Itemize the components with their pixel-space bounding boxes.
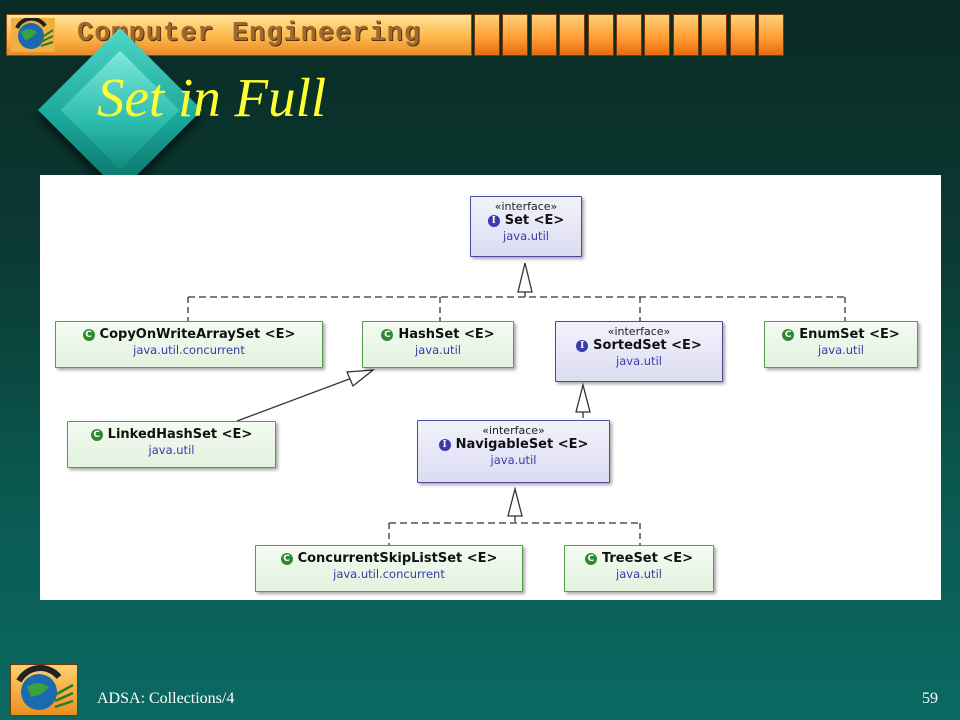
node-name: I Set <E> <box>471 213 581 229</box>
node-name: C LinkedHashSet <E> <box>68 427 275 443</box>
node-name: C ConcurrentSkipListSet <E> <box>256 551 522 567</box>
uml-node-linkedhashset: C LinkedHashSet <E> java.util <box>67 421 276 468</box>
node-name-text: ConcurrentSkipListSet <E> <box>297 551 498 566</box>
banner-cell <box>474 14 501 56</box>
banner-cell <box>616 14 643 56</box>
globe-logo-icon <box>11 18 55 52</box>
slide-title: Set in Full <box>97 67 327 128</box>
uml-node-concurrentskiplistset: C ConcurrentSkipListSet <E> java.util.con… <box>255 545 523 592</box>
class-icon: C <box>381 329 394 341</box>
stereotype-label: «interface» <box>494 200 558 213</box>
footer-course-label: ADSA: Collections/4 <box>97 690 235 707</box>
banner-cell <box>559 14 586 56</box>
stereotype-label: «interface» <box>482 424 545 437</box>
banner-cell <box>729 14 756 56</box>
banner-cell <box>701 14 728 56</box>
arrowhead-hashset <box>346 369 376 388</box>
node-name-text: SortedSet <E> <box>593 338 702 353</box>
banner-cell <box>672 14 699 56</box>
node-package: java.util.concurrent <box>133 343 245 357</box>
banner-decoration <box>472 14 784 56</box>
node-package: java.util <box>415 343 461 357</box>
node-package: java.util <box>148 443 195 457</box>
banner-cell <box>644 14 671 56</box>
arrowhead-navigableset <box>507 486 523 517</box>
class-icon: C <box>584 553 597 565</box>
connector-linkedhashset <box>236 377 353 422</box>
uml-diagram: «interface» I Set <E> java.util C CopyOnWr… <box>40 175 941 600</box>
page-number: 59 <box>922 690 938 707</box>
node-name: C HashSet <E> <box>363 327 513 343</box>
interface-icon: I <box>438 439 451 451</box>
interface-icon: I <box>576 340 589 352</box>
node-name: C EnumSet <E> <box>765 327 917 343</box>
uml-node-treeset: C TreeSet <E> java.util <box>564 545 714 592</box>
uml-node-navigableset: «interface» I NavigableSet <E> java.util <box>417 420 610 483</box>
uml-node-sortedset: «interface» I SortedSet <E> java.util <box>555 321 723 382</box>
node-package: java.util <box>818 343 864 357</box>
banner-cell <box>758 14 784 56</box>
node-package: java.util <box>503 229 549 243</box>
class-icon: C <box>90 429 103 441</box>
uml-node-enumset: C EnumSet <E> java.util <box>764 321 918 368</box>
node-name-text: CopyOnWriteArraySet <E> <box>99 327 296 342</box>
uml-node-set: «interface» I Set <E> java.util <box>470 196 582 257</box>
uml-node-copyonwritearrayset: C CopyOnWriteArraySet <E> java.util.concu… <box>55 321 323 368</box>
node-name-text: TreeSet <E> <box>601 551 694 566</box>
node-name-text: HashSet <E> <box>398 327 495 342</box>
node-name-text: EnumSet <E> <box>799 327 900 342</box>
class-icon: C <box>782 329 795 341</box>
stereotype-label: «interface» <box>607 325 671 338</box>
node-package: java.util <box>490 453 537 467</box>
diagram-connectors <box>187 262 846 545</box>
node-package: java.util.concurrent <box>333 567 445 581</box>
banner-cell <box>587 14 614 56</box>
arrowhead-set <box>517 262 533 293</box>
banner-cell <box>502 14 529 56</box>
node-name: C TreeSet <E> <box>565 551 713 567</box>
banner-cell <box>530 14 557 56</box>
node-name-text: NavigableSet <E> <box>455 437 589 452</box>
globe-logo-icon <box>16 665 74 710</box>
class-icon: C <box>82 329 95 341</box>
banner-title-area: Computer Engineering <box>6 14 472 56</box>
uml-node-hashset: C HashSet <E> java.util <box>362 321 514 368</box>
node-package: java.util <box>616 354 662 368</box>
node-name-text: Set <E> <box>504 213 565 228</box>
node-package: java.util <box>616 567 662 581</box>
node-name: I NavigableSet <E> <box>418 437 609 453</box>
footer-logo <box>10 664 78 716</box>
class-icon: C <box>280 553 293 565</box>
interface-icon: I <box>487 215 500 227</box>
node-name-text: LinkedHashSet <E> <box>107 427 253 442</box>
node-name: I SortedSet <E> <box>556 338 722 354</box>
node-name: C CopyOnWriteArraySet <E> <box>56 327 322 343</box>
header-banner: Computer Engineering <box>6 14 784 56</box>
arrowhead-sortedset <box>575 382 591 413</box>
